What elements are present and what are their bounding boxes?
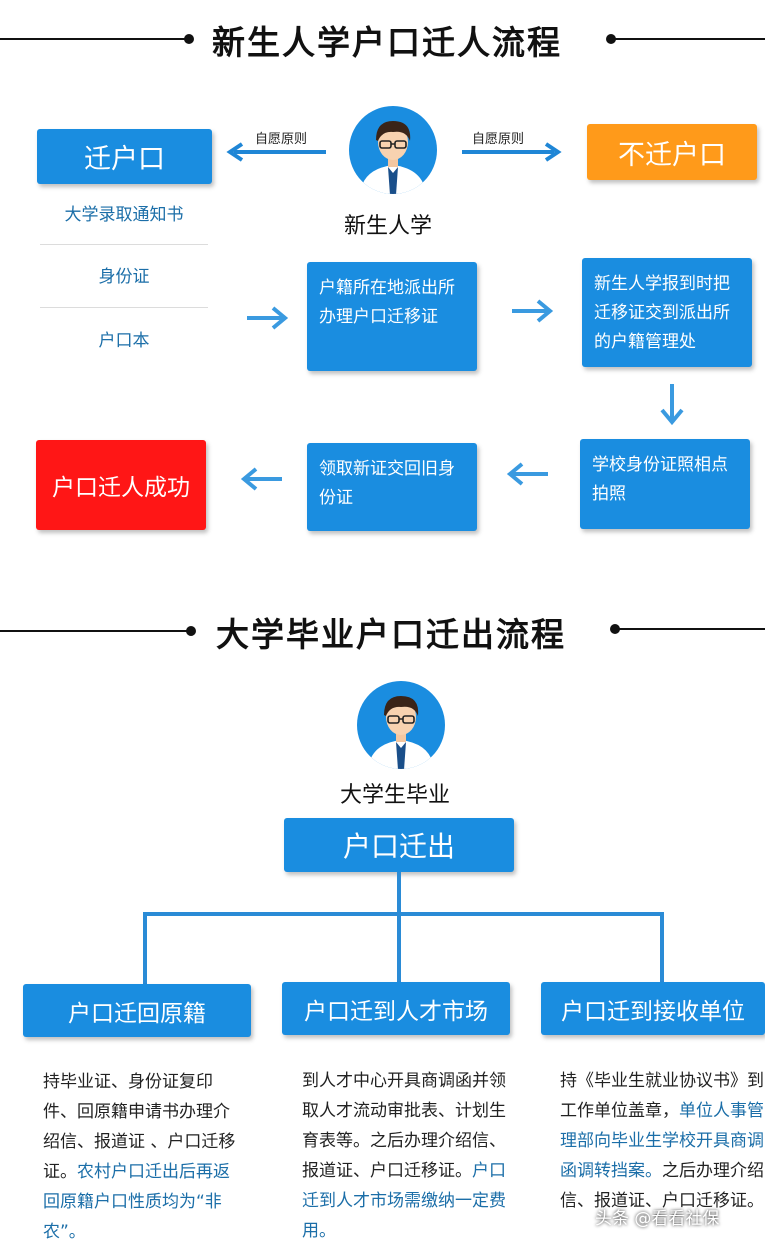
avatar-label-freshman: 新生人学 xyxy=(344,214,433,239)
document-id-card: 身份证 xyxy=(98,267,150,287)
document-household-register: 户口本 xyxy=(98,331,150,351)
branch-hometown-description: 持毕业证、身份证复印件、回原籍申请书办理介绍信、报道证 、户口迁移证。农村户口迁… xyxy=(43,1067,243,1247)
section1-dot-right xyxy=(606,34,616,44)
section1-dot-left xyxy=(184,34,194,44)
branch-employer: 户口迁到接收单位 xyxy=(541,982,765,1035)
branch-hometown-text: 持毕业证、身份证复印件、回原籍申请书办理介绍信、报道证 、户口迁移证。 xyxy=(43,1072,236,1182)
section2-line-left xyxy=(0,630,190,632)
section1-line-right xyxy=(612,38,765,40)
section2-dot-left xyxy=(186,626,196,636)
arrow-left-icon xyxy=(226,142,326,162)
arrow-label-right: 自愿原则 xyxy=(472,132,525,147)
document-separator xyxy=(40,307,208,308)
branch-talent-market-highlight: 户口迁到人才市场需缴纳一定费用。 xyxy=(302,1161,506,1241)
branch-hometown: 户口迁回原籍 xyxy=(23,984,251,1037)
section2-dot-right xyxy=(610,624,620,634)
branch-employer-highlight: 单位人事管理部向毕业生学校开具商调函调转挡案。 xyxy=(560,1101,764,1181)
arrow-right-icon xyxy=(462,142,562,162)
arrow-right-icon xyxy=(512,299,554,323)
branch-employer-text-before: 持《毕业生就业协议书》到工作单位盖章， xyxy=(560,1071,764,1121)
branch-talent-market-description: 到人才中心开具商调函并领取人才流动审批表、计划生育表等。之后办理介绍信、报道证、… xyxy=(302,1066,508,1246)
result-success: 户口迁人成功 xyxy=(36,440,206,530)
avatar-label-graduate: 大学生毕业 xyxy=(340,783,451,808)
branch-employer-text-after: 之后办理介绍信、报道证、户口迁移证。 xyxy=(560,1161,764,1211)
step-police-station: 户籍所在地派出所办理户口迁移证 xyxy=(307,262,477,371)
arrow-left-icon xyxy=(506,462,548,486)
branch-hometown-highlight: 农村户口迁出后再返回原籍户口性质均为“非农”。 xyxy=(43,1162,230,1242)
document-admission-letter: 大学录取通知书 xyxy=(64,205,184,225)
root-hukou-out: 户口迁出 xyxy=(284,818,514,872)
arrow-down-icon xyxy=(660,384,684,426)
option-move-hukou: 迁户口 xyxy=(37,129,212,184)
branch-talent-market-text: 到人才中心开具商调函并领取人才流动审批表、计划生育表等。之后办理介绍信、报道证、… xyxy=(302,1071,506,1181)
section1-line-left xyxy=(0,38,188,40)
watermark: 头条 @看看社保 xyxy=(595,1209,720,1229)
section2-line-right xyxy=(616,628,765,630)
step-photo: 学校身份证照相点拍照 xyxy=(580,439,750,529)
section1-title: 新生人学户口迁人流程 xyxy=(212,23,562,62)
tree-connector xyxy=(143,872,664,984)
arrow-left-icon xyxy=(240,467,282,491)
option-not-move-hukou: 不迁户口 xyxy=(587,124,757,180)
arrow-right-icon xyxy=(247,306,289,330)
step-new-id-card: 领取新证交回旧身份证 xyxy=(307,443,477,531)
section2-title: 大学毕业户口迁出流程 xyxy=(216,615,566,654)
person-avatar-icon xyxy=(349,106,437,194)
branch-talent-market: 户口迁到人才市场 xyxy=(282,982,510,1035)
branch-employer-description: 持《毕业生就业协议书》到工作单位盖章，单位人事管理部向毕业生学校开具商调函调转挡… xyxy=(560,1066,765,1242)
step-report-transfer: 新生人学报到时把迁移证交到派出所的户籍管理处 xyxy=(582,258,752,367)
arrow-label-left: 自愿原则 xyxy=(255,132,308,147)
document-separator xyxy=(40,244,208,245)
person-avatar-icon xyxy=(357,681,445,769)
